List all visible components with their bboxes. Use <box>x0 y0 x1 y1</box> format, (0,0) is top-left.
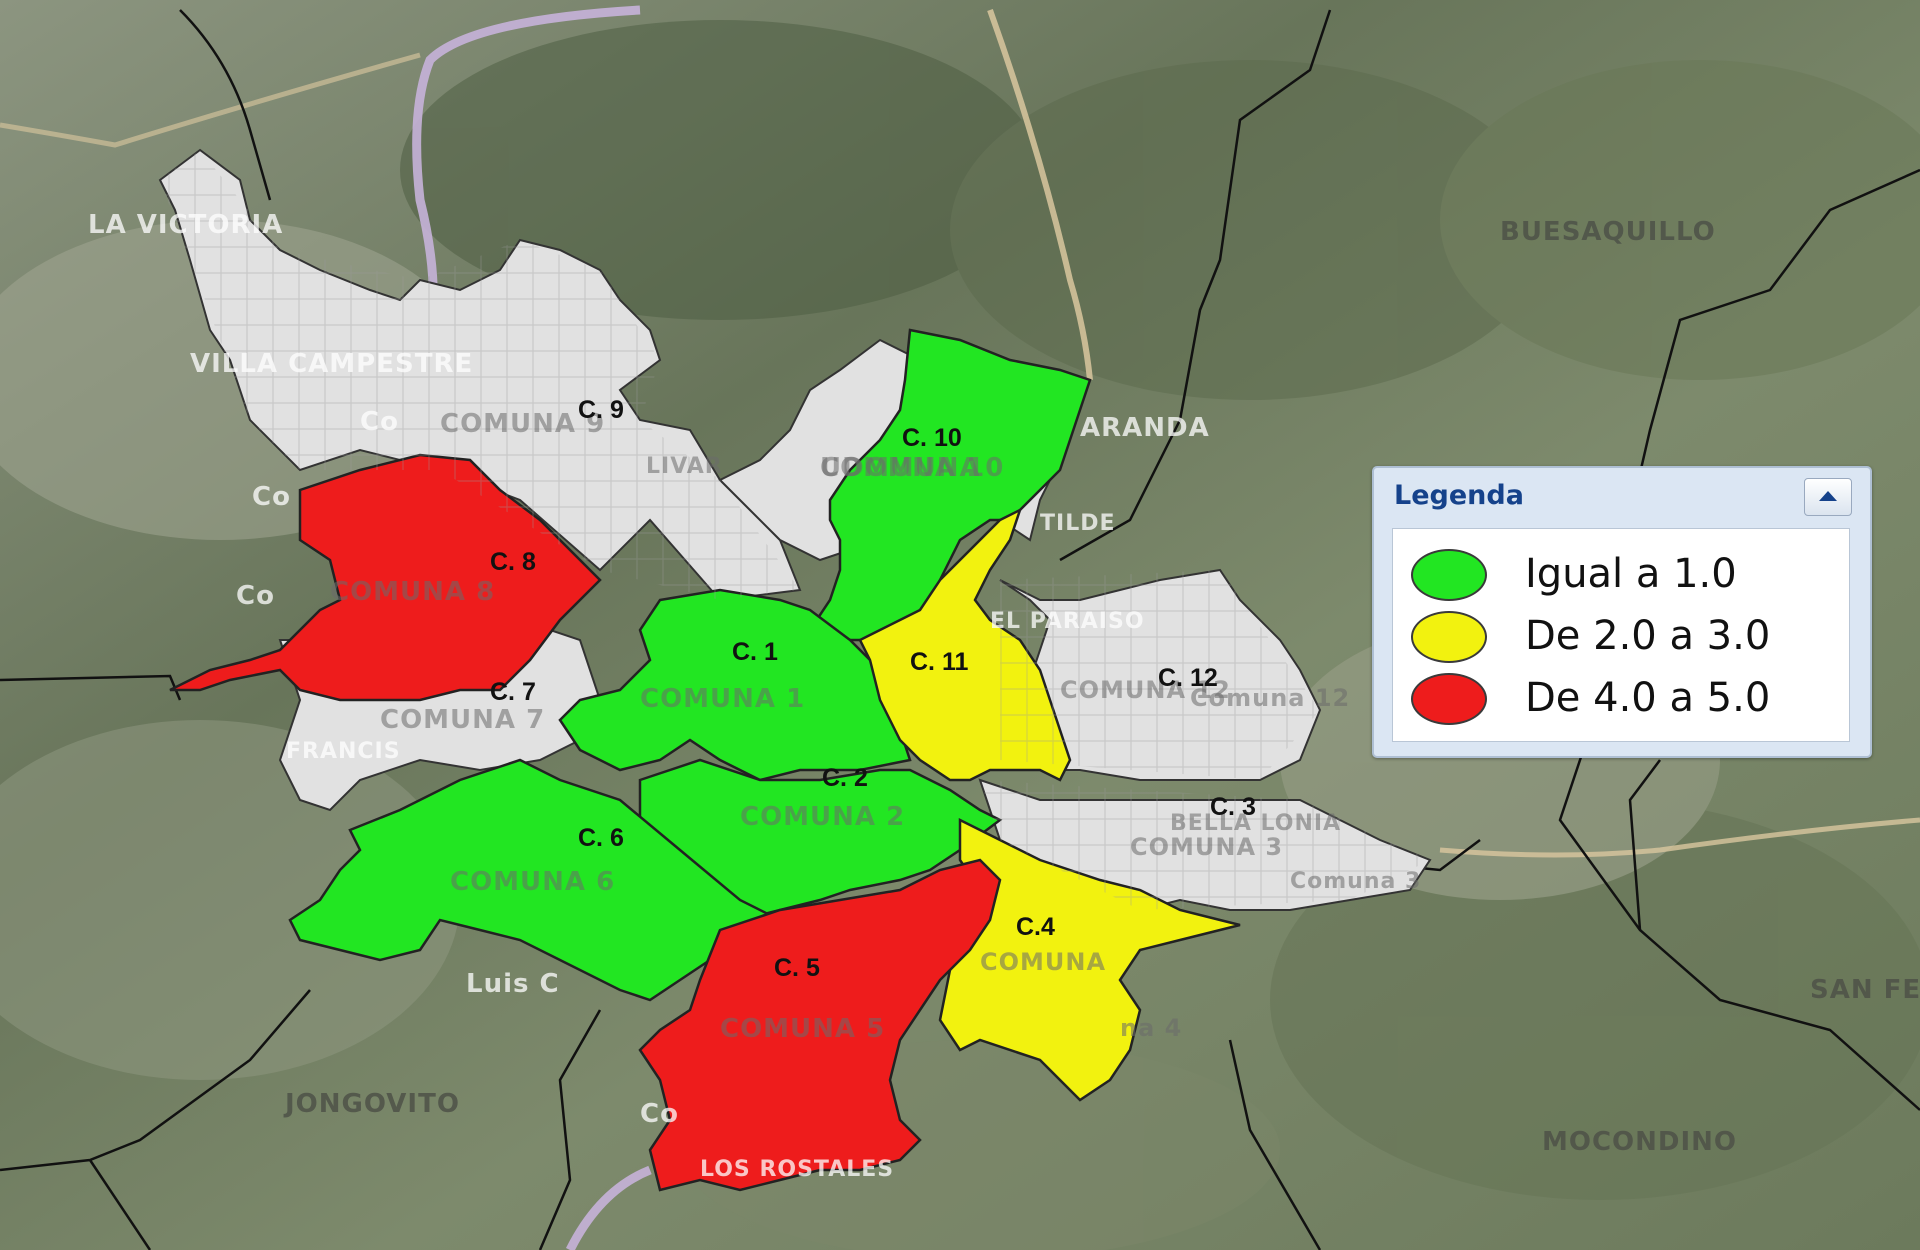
svg-text:ARANDA: ARANDA <box>1080 413 1210 443</box>
svg-text:COMUNA 3: COMUNA 3 <box>1130 833 1283 861</box>
svg-text:COMUNA 10: COMUNA 10 <box>820 453 1004 483</box>
legend-panel: Legenda Igual a 1.0 De 2.0 a 3.0 De 4.0 … <box>1372 466 1872 758</box>
green-circle-icon <box>1411 549 1487 601</box>
svg-text:JONGOVITO: JONGOVITO <box>283 1089 460 1119</box>
tag-c6: C. 6 <box>578 824 624 852</box>
legend-item-label: De 4.0 a 5.0 <box>1525 675 1771 721</box>
tag-c10: C. 10 <box>902 424 962 452</box>
svg-text:MOCONDINO: MOCONDINO <box>1542 1127 1737 1157</box>
svg-text:FRANCIS: FRANCIS <box>286 739 401 764</box>
svg-text:Luis C: Luis C <box>466 969 560 999</box>
svg-text:Co: Co <box>640 1099 679 1129</box>
legend-item-label: Igual a 1.0 <box>1525 551 1737 597</box>
svg-text:UDOMUNA: UDOMUNA <box>820 453 981 483</box>
red-circle-icon <box>1411 673 1487 725</box>
tag-c4: C.4 <box>1016 913 1055 941</box>
road-line-west <box>0 52 421 148</box>
legend-item-yellow: De 2.0 a 3.0 <box>1393 605 1849 667</box>
svg-text:VILLA CAMPESTRE: VILLA CAMPESTRE <box>190 349 473 379</box>
svg-text:Co: Co <box>360 407 399 437</box>
svg-text:Co: Co <box>236 581 275 611</box>
legend-title: Legenda <box>1394 480 1524 511</box>
svg-text:Comuna 12: Comuna 12 <box>1190 684 1350 712</box>
comuna-1-area <box>558 588 912 782</box>
comuna-tags: C. 9 C. 10 C. 8 C. 1 C. 11 C. 12 C. 7 C.… <box>490 396 1256 982</box>
class-red[interactable] <box>169 453 1002 1192</box>
svg-text:BELLA LONIA: BELLA LONIA <box>1170 811 1341 836</box>
svg-text:Comuna 3: Comuna 3 <box>1290 869 1421 894</box>
legend-item-label: De 2.0 a 3.0 <box>1525 613 1771 659</box>
road-line-east <box>1439 817 1920 858</box>
comuna-6-area <box>288 758 803 1002</box>
svg-text:LA VICTORIA: LA VICTORIA <box>88 210 283 240</box>
svg-text:LOS ROSTALES: LOS ROSTALES <box>700 1157 894 1182</box>
block-texture <box>160 150 1430 910</box>
tag-c7: C. 7 <box>490 678 536 706</box>
svg-text:SAN FE: SAN FE <box>1810 975 1920 1005</box>
svg-text:na 4: na 4 <box>1120 1014 1182 1042</box>
tag-c8: C. 8 <box>490 548 536 576</box>
svg-text:COMUNA 8: COMUNA 8 <box>330 577 495 607</box>
legend-item-red: De 4.0 a 5.0 <box>1393 667 1849 729</box>
svg-text:TILDE: TILDE <box>1040 511 1116 536</box>
svg-text:LIVAR: LIVAR <box>646 454 723 479</box>
tag-c3: C. 3 <box>1210 793 1256 821</box>
tag-c11: C. 11 <box>910 648 968 676</box>
comuna-5-area <box>638 858 1002 1192</box>
tag-c2: C. 2 <box>822 764 868 792</box>
legend-collapse-button[interactable] <box>1804 478 1852 516</box>
svg-text:BUESAQUILLO: BUESAQUILLO <box>1500 217 1716 247</box>
tag-c5: C. 5 <box>774 954 820 982</box>
svg-text:COMUNA 9: COMUNA 9 <box>440 409 605 439</box>
svg-text:EL PARAISO: EL PARAISO <box>990 609 1145 634</box>
svg-text:COMUNA: COMUNA <box>980 948 1106 976</box>
svg-text:COMUNA 1: COMUNA 1 <box>640 684 805 714</box>
svg-text:COMUNA 7: COMUNA 7 <box>380 705 545 735</box>
tag-c12: C. 12 <box>1158 664 1218 692</box>
class-green[interactable] <box>288 328 1092 1002</box>
river-line-south <box>565 1165 652 1250</box>
place-labels: LA VICTORIA BUESAQUILLO VILLA CAMPESTRE … <box>88 210 1920 1182</box>
ghost-comuna-labels: COMUNA 9 COMUNA 10 COMUNA 8 COMUNA 7 COM… <box>330 409 1421 1044</box>
tag-c1: C. 1 <box>732 638 778 666</box>
svg-text:COMUNA 5: COMUNA 5 <box>720 1014 885 1044</box>
tag-c9: C. 9 <box>578 396 624 424</box>
legend-item-green: Igual a 1.0 <box>1393 543 1849 605</box>
svg-text:COMUNA 6: COMUNA 6 <box>450 867 615 897</box>
svg-text:COMUNA 12: COMUNA 12 <box>1060 676 1231 704</box>
legend-body: Igual a 1.0 De 2.0 a 3.0 De 4.0 a 5.0 <box>1392 528 1850 742</box>
svg-text:Co: Co <box>252 482 291 512</box>
yellow-circle-icon <box>1411 611 1487 663</box>
svg-text:COMUNA 2: COMUNA 2 <box>740 802 905 832</box>
road-line <box>987 8 1093 381</box>
